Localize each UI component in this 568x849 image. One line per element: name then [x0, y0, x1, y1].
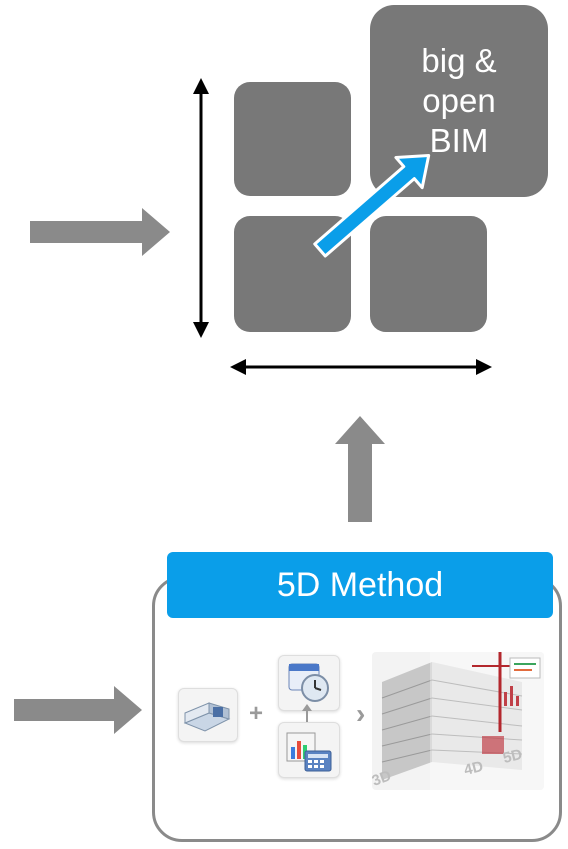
chevron-operator: ›	[356, 698, 366, 729]
building-model-card	[178, 688, 238, 742]
plus-operator: +	[249, 700, 264, 727]
method-title: 5D Method	[167, 552, 553, 618]
cost-card	[278, 722, 340, 778]
building-model-icon	[183, 702, 231, 732]
diagonal-growth-arrow	[313, 154, 431, 258]
grid-tile-top-left	[234, 82, 351, 196]
big-tile-line-1: big &	[421, 42, 497, 79]
big-tile-line-3: BIM	[429, 122, 489, 159]
left-input-arrow-top	[30, 208, 170, 256]
horizontal-axis-arrow	[230, 359, 492, 375]
grid-tile-bottom-right	[370, 216, 487, 332]
schedule-card	[278, 655, 340, 711]
left-input-arrow-bottom	[14, 686, 142, 734]
big-open-bim-tile: big & open BIM	[370, 5, 548, 197]
chart-calculator-icon	[286, 732, 332, 772]
5d-building-rendering	[372, 652, 544, 790]
vertical-axis-arrow	[193, 78, 209, 338]
calendar-clock-icon	[288, 663, 329, 702]
building-render-image	[372, 652, 544, 790]
big-tile-line-2: open	[422, 82, 496, 119]
up-arrow	[335, 416, 385, 522]
